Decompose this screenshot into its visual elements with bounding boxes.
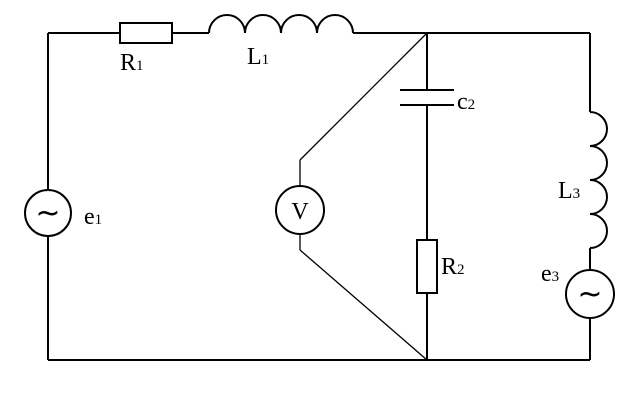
label-e3: e3	[541, 261, 559, 287]
label-r2: R2	[441, 254, 465, 280]
voltmeter	[275, 185, 325, 235]
left-branch	[47, 32, 120, 360]
voltmeter-label: V	[291, 199, 309, 225]
label-r1: R1	[120, 50, 144, 76]
inductor-l3	[589, 111, 608, 249]
label-c2: c2	[457, 89, 475, 115]
label-l1: L1	[247, 44, 269, 70]
ac-symbol-e3: ~	[577, 277, 602, 312]
label-e1: e1	[84, 204, 102, 230]
voltmeter-branch: V	[275, 32, 428, 361]
right-branch	[565, 33, 615, 360]
inductor-l1	[208, 14, 354, 34]
ac-symbol-e1: ~	[35, 196, 60, 231]
label-l3: L3	[558, 178, 580, 204]
resistor-r2	[416, 239, 438, 294]
resistor-r1	[119, 22, 173, 44]
middle-branch	[400, 33, 454, 360]
voltage-source-e1	[24, 189, 72, 237]
